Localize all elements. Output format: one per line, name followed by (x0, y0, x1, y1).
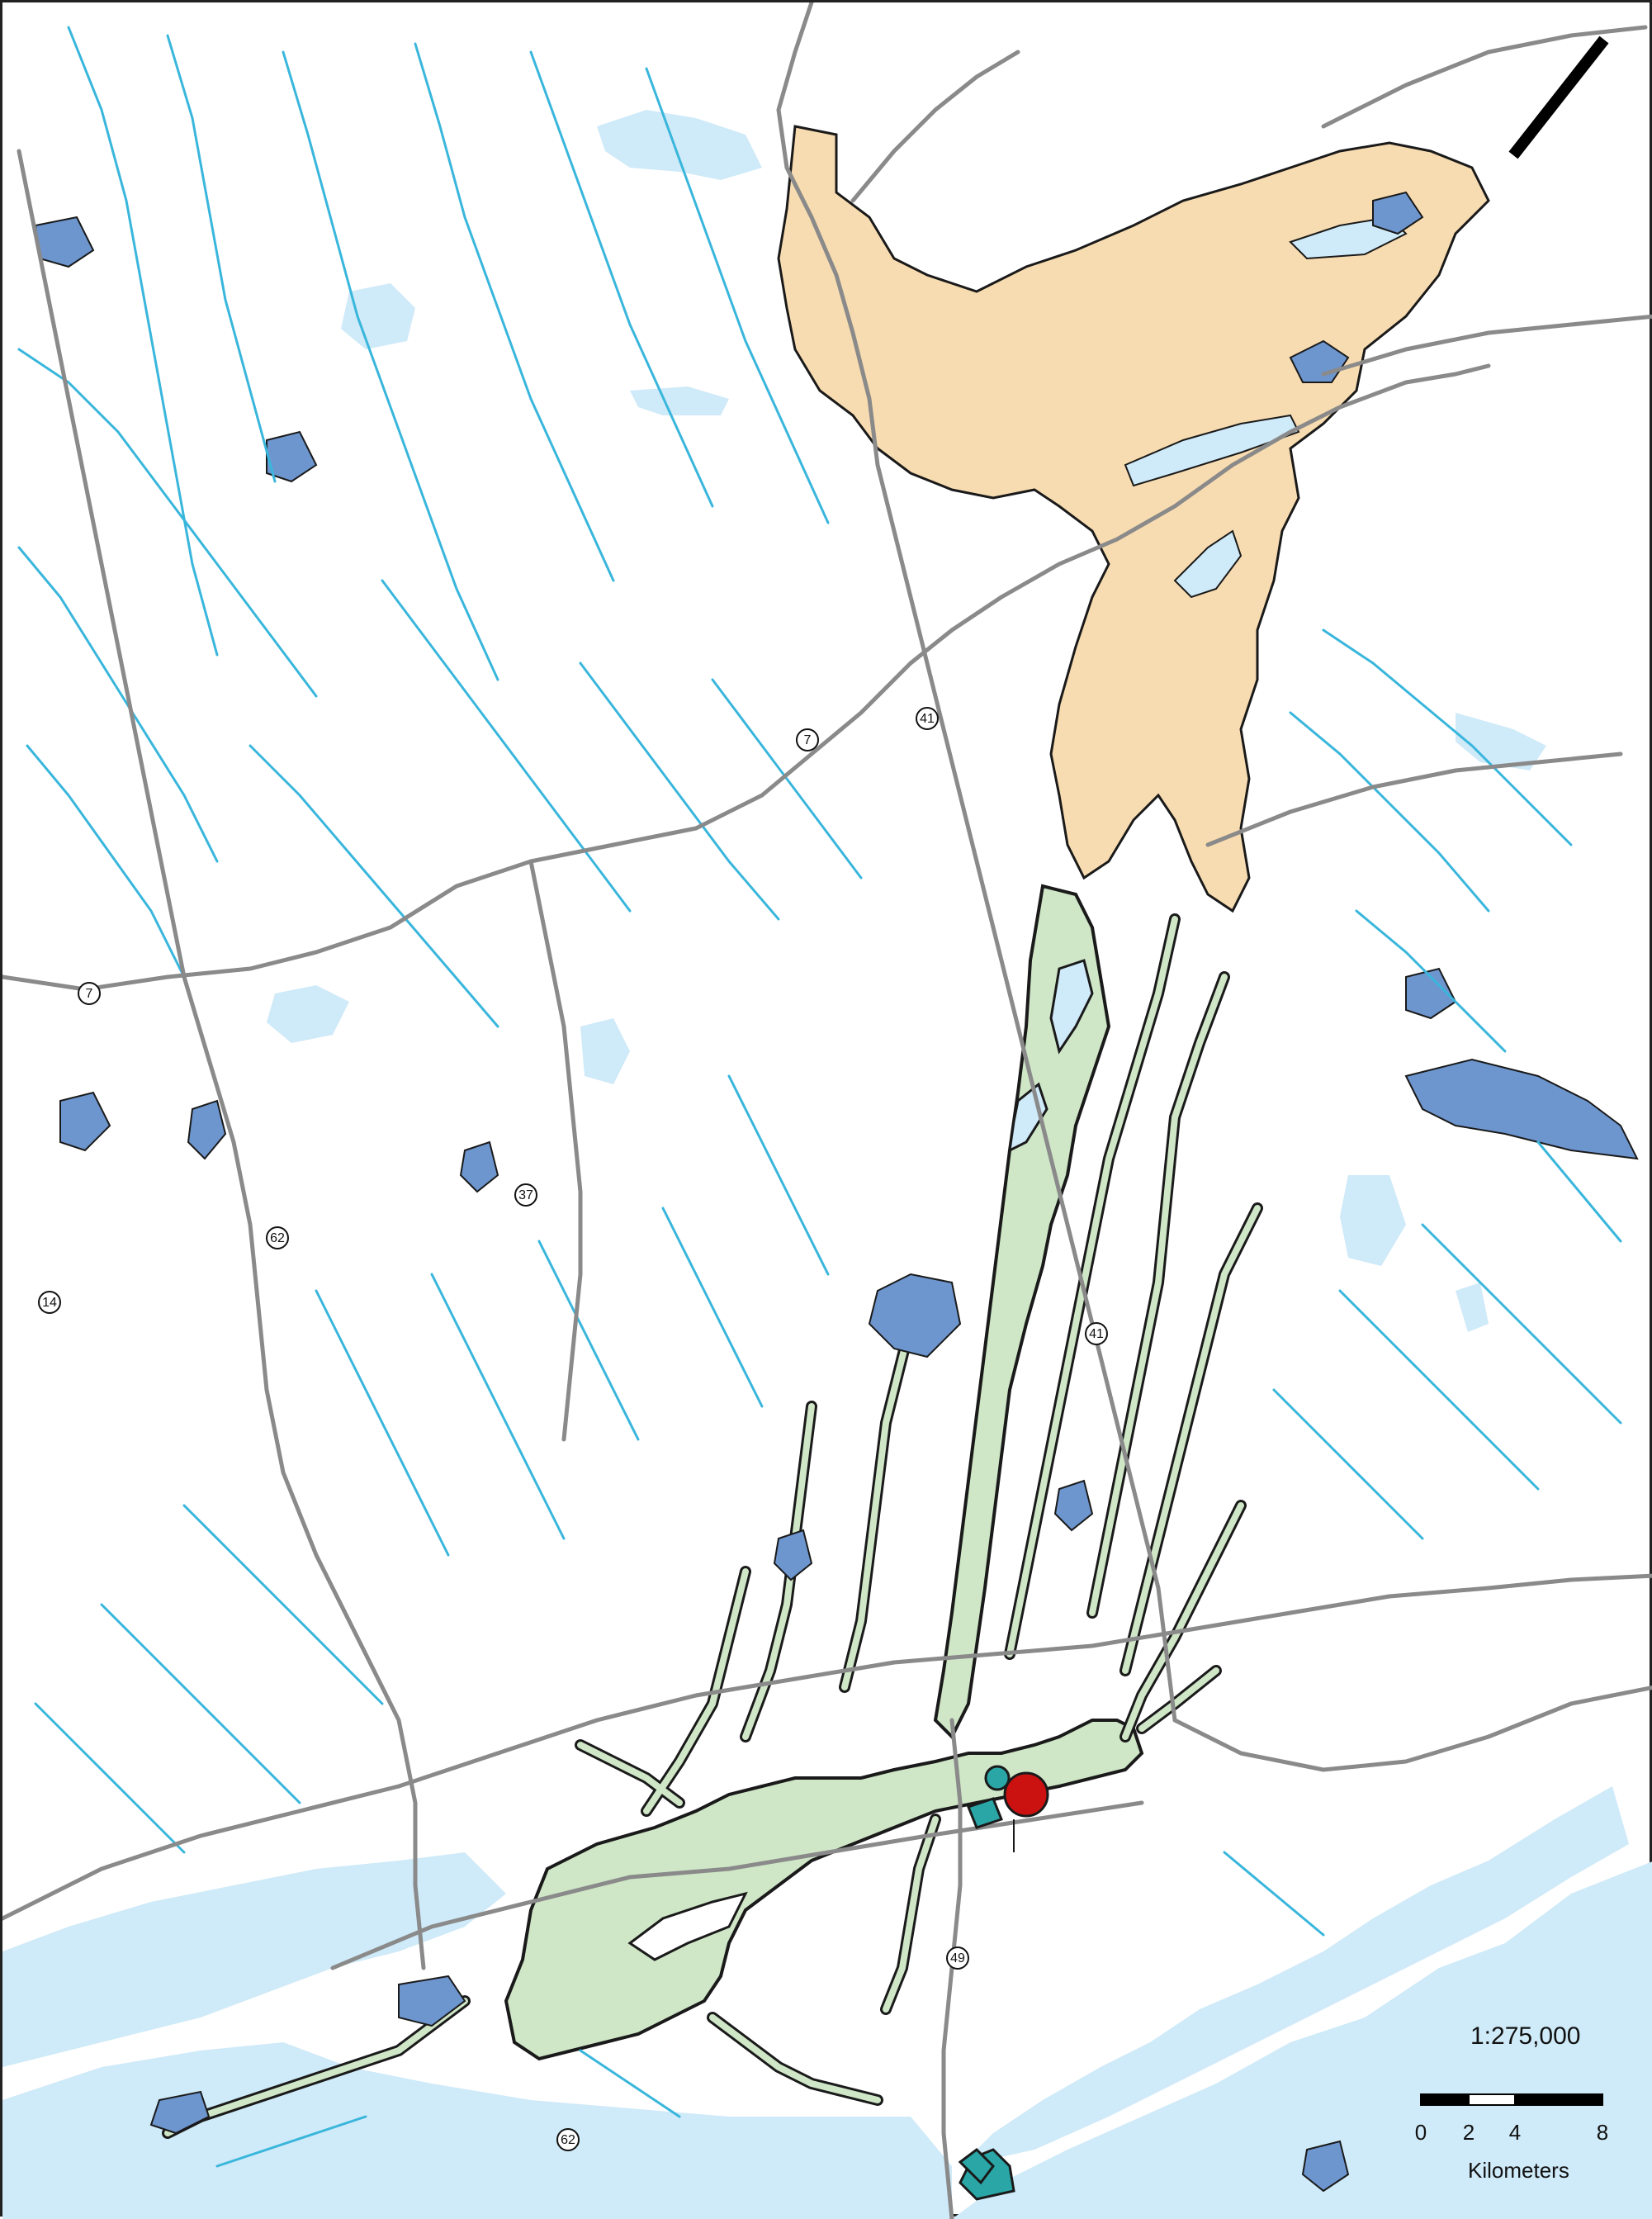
scale-tick-0: 0 (1414, 2120, 1427, 2145)
route-shield-icon (946, 1946, 969, 1970)
green-unit-arm (933, 884, 1111, 1740)
green-lake-1 (1049, 959, 1094, 1055)
road-east-upper (1321, 25, 1648, 129)
red-marker[interactable] (1003, 1771, 1049, 1818)
route-shield-label: 62 (561, 2133, 575, 2147)
road-north (776, 2, 1177, 1723)
scale-tick-4: 4 (1508, 2120, 1522, 2145)
route-shield-icon (556, 2128, 580, 2151)
scale-legend: 1:275,000 0 2 4 8 Kilometers (1406, 2017, 1621, 2199)
route-shield-icon (796, 728, 819, 752)
scale-tick-2: 2 (1462, 2120, 1475, 2145)
tan-unit-layer (777, 125, 1490, 913)
lake-north-1 (597, 110, 762, 180)
site-markers[interactable] (958, 1765, 1049, 2201)
lake-south-bay (2, 2042, 952, 2219)
lake-north-3 (630, 386, 729, 415)
tan-lake-3 (1173, 529, 1243, 599)
lake-bay-of-quinte (952, 1861, 1652, 2219)
lake-east-1 (1340, 1175, 1406, 1266)
road-south-hwy (2, 1573, 1652, 1921)
teal-marker-4[interactable] (967, 1797, 1003, 1829)
green-unit-layer (504, 884, 1144, 2061)
road-mid-west (528, 859, 583, 1442)
lake-east-3 (1456, 713, 1546, 770)
route-shield-icon (1085, 1322, 1108, 1345)
route-shield-icon (78, 982, 101, 1005)
road-northeast (850, 50, 1020, 203)
route-shield-label: 41 (920, 712, 935, 726)
route-shield-label: 62 (270, 1231, 285, 1245)
route-shield-label: 37 (518, 1188, 533, 1202)
road-west (17, 149, 426, 1970)
route-shield-icon (266, 1226, 289, 1249)
lake-east-2 (1456, 1283, 1489, 1332)
route-shield-icon (38, 1291, 61, 1314)
green-lake-3 (627, 1891, 748, 1961)
road-hwy-7 (2, 363, 1491, 992)
route-shield-label: 7 (86, 987, 93, 1001)
route-shield-label: 14 (42, 1296, 57, 1310)
scale-tick-8: 8 (1596, 2120, 1609, 2145)
scale-bar (1420, 2093, 1603, 2106)
scale-units: Kilometers (1468, 2158, 1569, 2183)
green-unit-main (504, 1719, 1144, 2061)
scale-bar-seg-3 (1514, 2093, 1603, 2106)
wetland-layer (34, 191, 1639, 2193)
road-south-secondary (330, 1800, 1144, 1970)
road-east-mid (1321, 314, 1652, 377)
stream-layer (17, 26, 1622, 2168)
tan-lake-2 (1124, 414, 1300, 487)
tan-unit (777, 125, 1490, 913)
teal-marker-3[interactable] (984, 1765, 1011, 1791)
scale-ratio: 1:275,000 (1470, 2022, 1581, 2050)
route-shield-label: 41 (1089, 1327, 1104, 1341)
lake-mid-2 (580, 1018, 630, 1084)
route-shield-label: 7 (804, 733, 812, 747)
lake-southwest (2, 1852, 506, 2067)
route-shields: 7 41 7 37 62 14 (38, 707, 1108, 2151)
route-shield-label: 49 (950, 1951, 965, 1965)
road-east-lower (1205, 752, 1623, 847)
route-shield-icon (916, 707, 939, 730)
lake-north-2 (341, 283, 415, 349)
route-shield-icon (514, 1183, 537, 1207)
teal-marker-2[interactable] (958, 2148, 995, 2185)
road-south-east (1172, 1686, 1652, 1772)
lake-mid-1 (267, 985, 349, 1043)
green-channels (162, 913, 1263, 2139)
north-arrow-stroke (1508, 36, 1609, 159)
lake-layer (2, 110, 1652, 2219)
lake-east-shore (960, 1786, 1629, 2166)
